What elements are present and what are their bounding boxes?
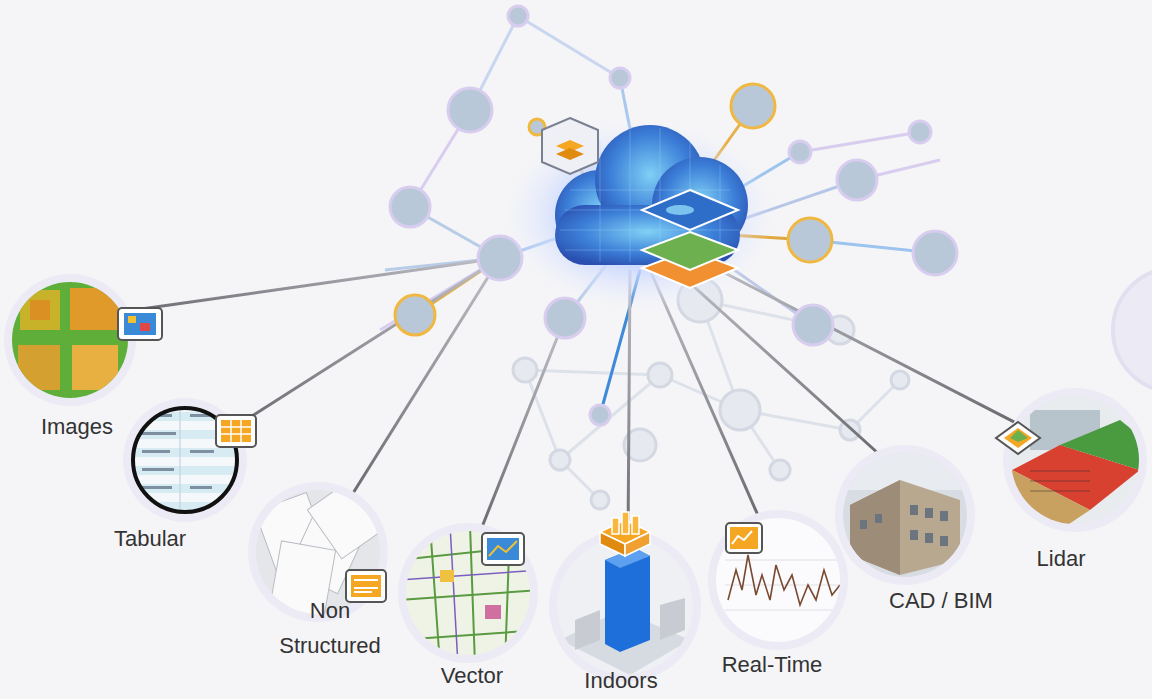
data-type-circle: Tabular bbox=[133, 408, 237, 512]
type-label: Vector bbox=[441, 663, 503, 689]
data-type-circle: Real-Time bbox=[716, 518, 840, 642]
type-label: Real-Time bbox=[722, 652, 823, 678]
type-label: Tabular bbox=[114, 526, 186, 552]
type-label: Images bbox=[41, 414, 113, 440]
data-type-circle: Vector bbox=[406, 531, 530, 655]
type-label: Lidar bbox=[1037, 546, 1086, 572]
type-label: Non Structured bbox=[265, 593, 395, 663]
data-type-circle: Non Structured bbox=[256, 490, 380, 614]
type-label: CAD / BIM bbox=[889, 588, 993, 614]
type-label: Indoors bbox=[584, 668, 657, 694]
data-type-circle: Indoors bbox=[557, 538, 693, 674]
data-type-circle: Lidar bbox=[1011, 396, 1139, 524]
data-type-circle: CAD / BIM bbox=[843, 453, 967, 577]
data-type-circle: Images bbox=[12, 282, 128, 398]
